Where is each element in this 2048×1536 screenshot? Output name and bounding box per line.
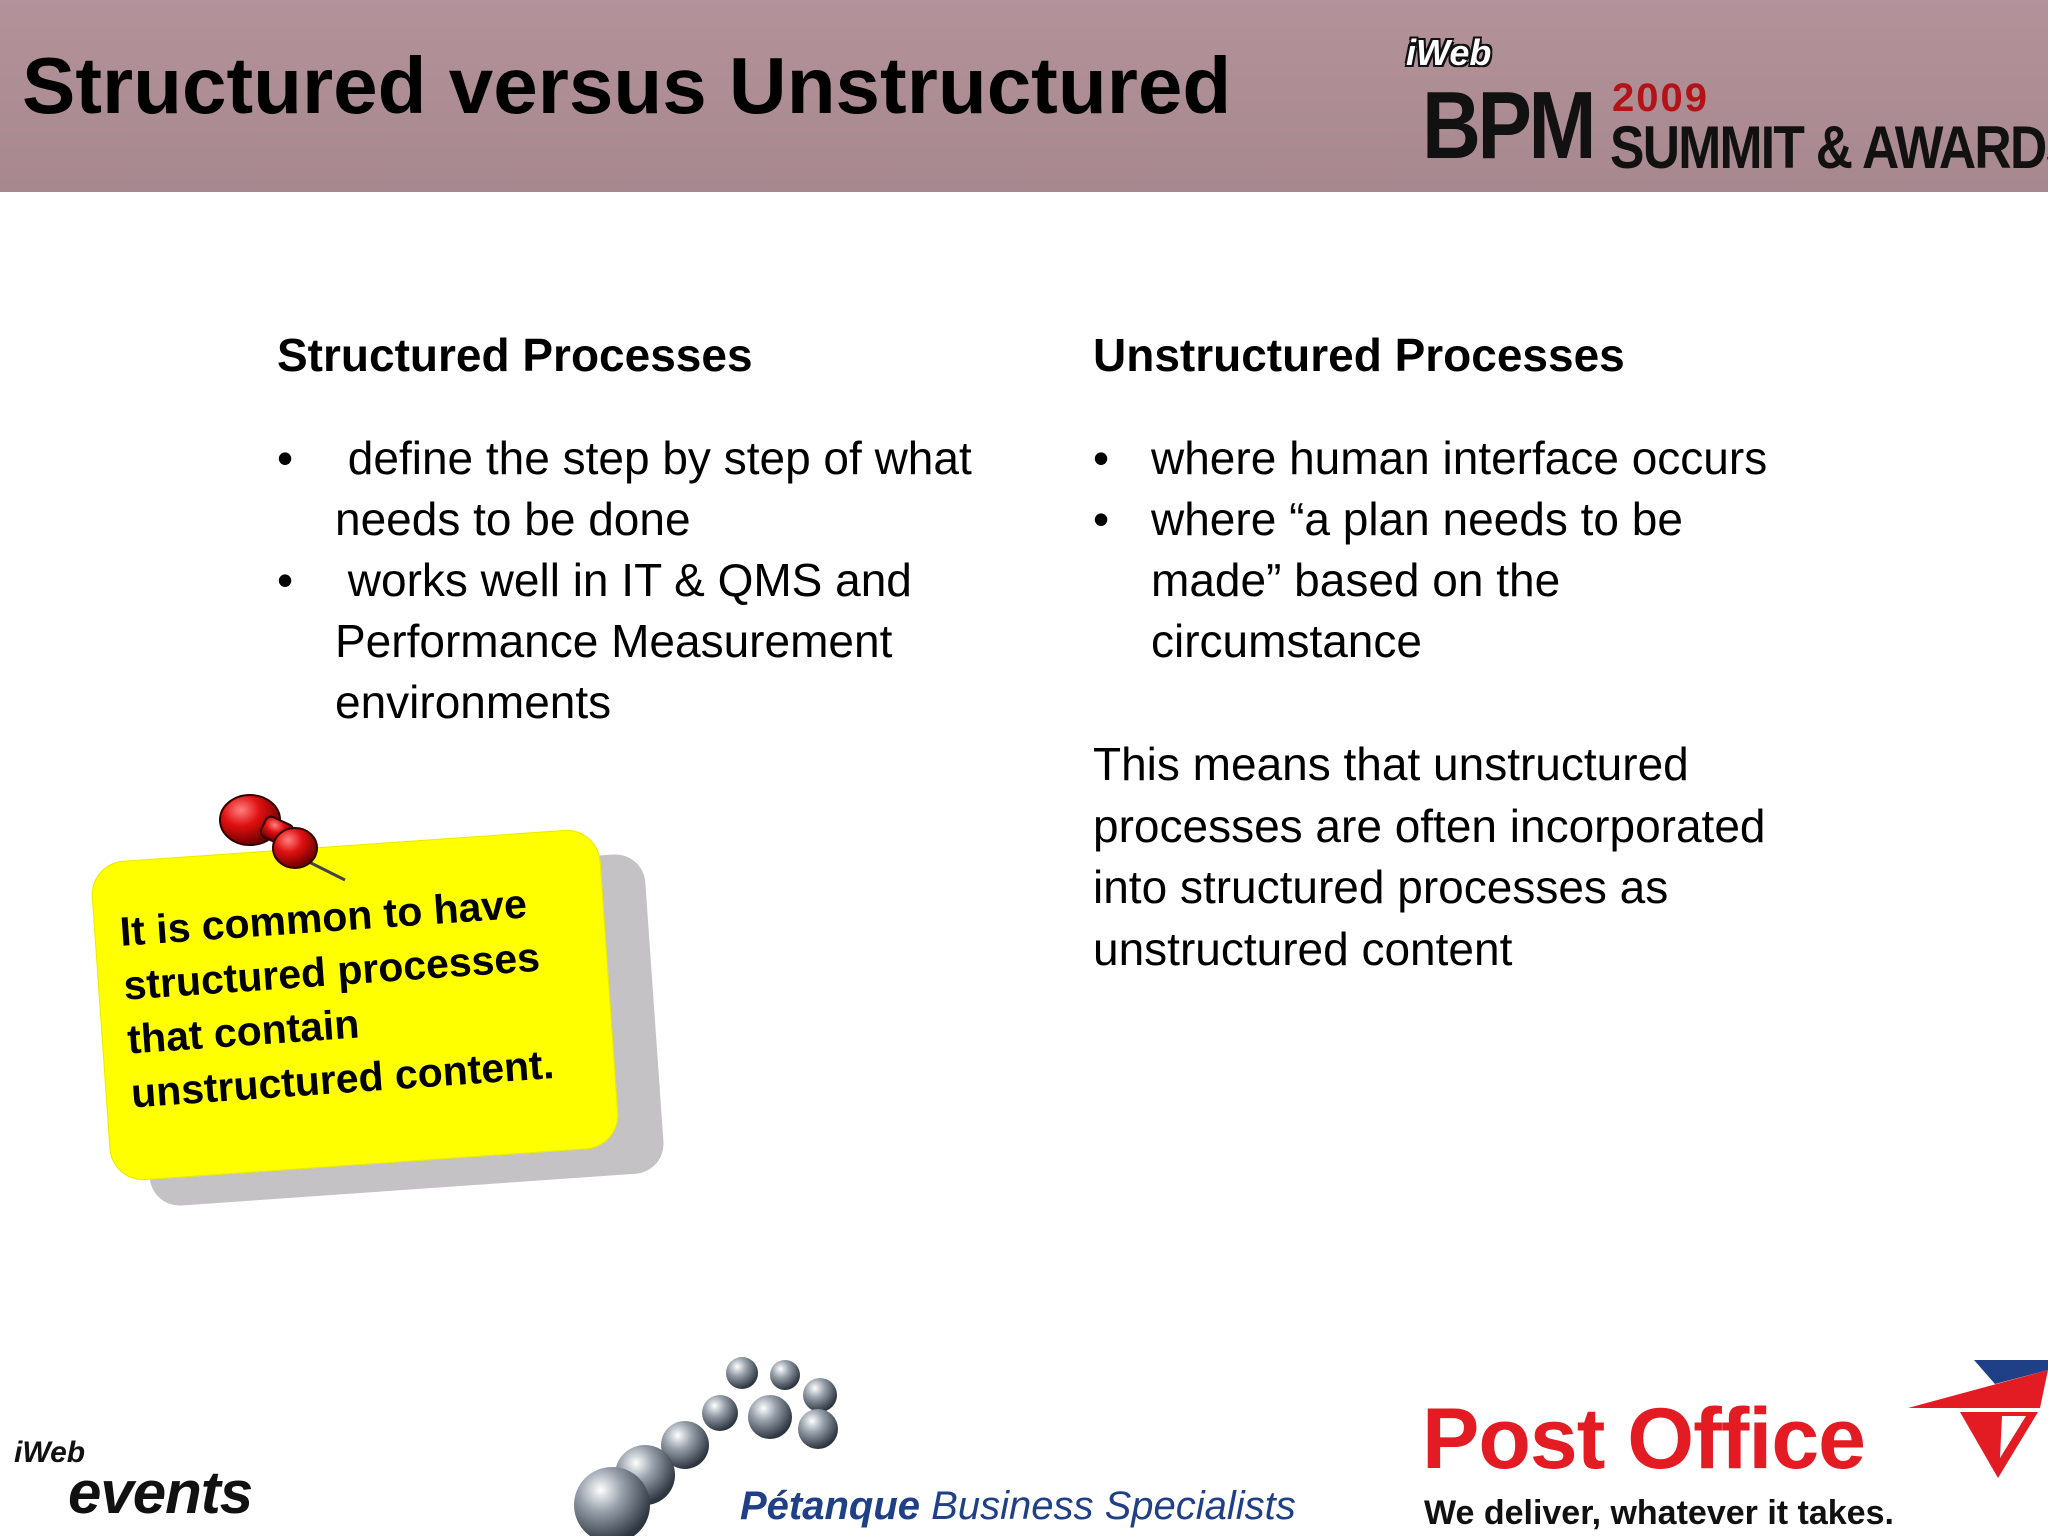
- bullet-line: works well in IT & QMS and: [335, 554, 912, 606]
- bullet-line: circumstance: [1151, 615, 1422, 667]
- push-pin-icon: [219, 794, 346, 882]
- bpm-logo-summit: SUMMIT & AWARDS: [1610, 114, 2048, 181]
- unstructured-bullet-item: • where human interface occurs: [1093, 428, 1893, 489]
- unstructured-bullet-list: • where human interface occurs • where “…: [1093, 428, 1893, 672]
- bullet-line: made” based on the: [1151, 554, 1561, 606]
- bullet-line: Performance Measurement: [335, 615, 893, 667]
- bullet-dot: •: [277, 554, 294, 606]
- bullet-dot: •: [1093, 493, 1110, 545]
- petanque-logo-text: Pétanque Business Specialists: [740, 1484, 1296, 1529]
- bullet-dot: •: [277, 432, 294, 484]
- post-office-name: Post Office: [1422, 1391, 1866, 1487]
- unstructured-heading: Unstructured Processes: [1093, 329, 1625, 381]
- bpm-logo-year: 2009: [1612, 76, 1709, 120]
- slide-title: Structured versus Unstructured: [22, 41, 1232, 130]
- structured-bullet-item: • works well in IT & QMS and Performance…: [277, 550, 1067, 733]
- petanque-balls-icon: [574, 1357, 838, 1536]
- bullet-line: where “a plan needs to be: [1151, 493, 1683, 545]
- sticky-note-text: It is common to have structured processe…: [118, 870, 632, 1120]
- bullet-dot: •: [1093, 432, 1110, 484]
- bullet-line: where human interface occurs: [1151, 432, 1768, 484]
- iweb-events-iweb: iWeb: [14, 1436, 86, 1469]
- petanque-bold: Pétanque: [740, 1484, 921, 1528]
- unstructured-summary: This means that unstructured processes a…: [1093, 734, 1873, 980]
- summary-line: into structured processes as: [1093, 861, 1669, 913]
- bullet-line: define the step by step of what: [335, 432, 972, 484]
- iweb-events-events: events: [68, 1459, 253, 1526]
- bpm-logo-bpm: BPM: [1422, 72, 1597, 179]
- header-band: [0, 0, 2048, 192]
- bpm-logo-iweb: iWeb: [1406, 32, 1492, 73]
- summary-line: This means that unstructured: [1093, 738, 1689, 790]
- post-office-logo: Post Office We deliver, whatever it take…: [1420, 1360, 2048, 1536]
- bullet-line: needs to be done: [335, 493, 691, 545]
- post-office-tagline: We deliver, whatever it takes.: [1424, 1494, 1894, 1532]
- iweb-events-logo: iWeb events: [10, 1430, 330, 1530]
- summary-line: processes are often incorporated: [1093, 799, 1766, 852]
- post-office-emblem-icon: [1908, 1360, 2048, 1478]
- structured-bullet-item: • define the step by step of what needs …: [277, 428, 1067, 550]
- summary-line: unstructured content: [1093, 922, 1513, 975]
- structured-heading: Structured Processes: [277, 329, 753, 381]
- structured-bullet-list: • define the step by step of what needs …: [277, 428, 1067, 733]
- unstructured-bullet-item: • where “a plan needs to be made” based …: [1093, 489, 1893, 672]
- bullet-line: environments: [335, 676, 612, 728]
- bpm-summit-logo: iWeb BPM 2009 SUMMIT & AWARDS: [1400, 28, 2048, 179]
- petanque-rest: Business Specialists: [920, 1484, 1296, 1528]
